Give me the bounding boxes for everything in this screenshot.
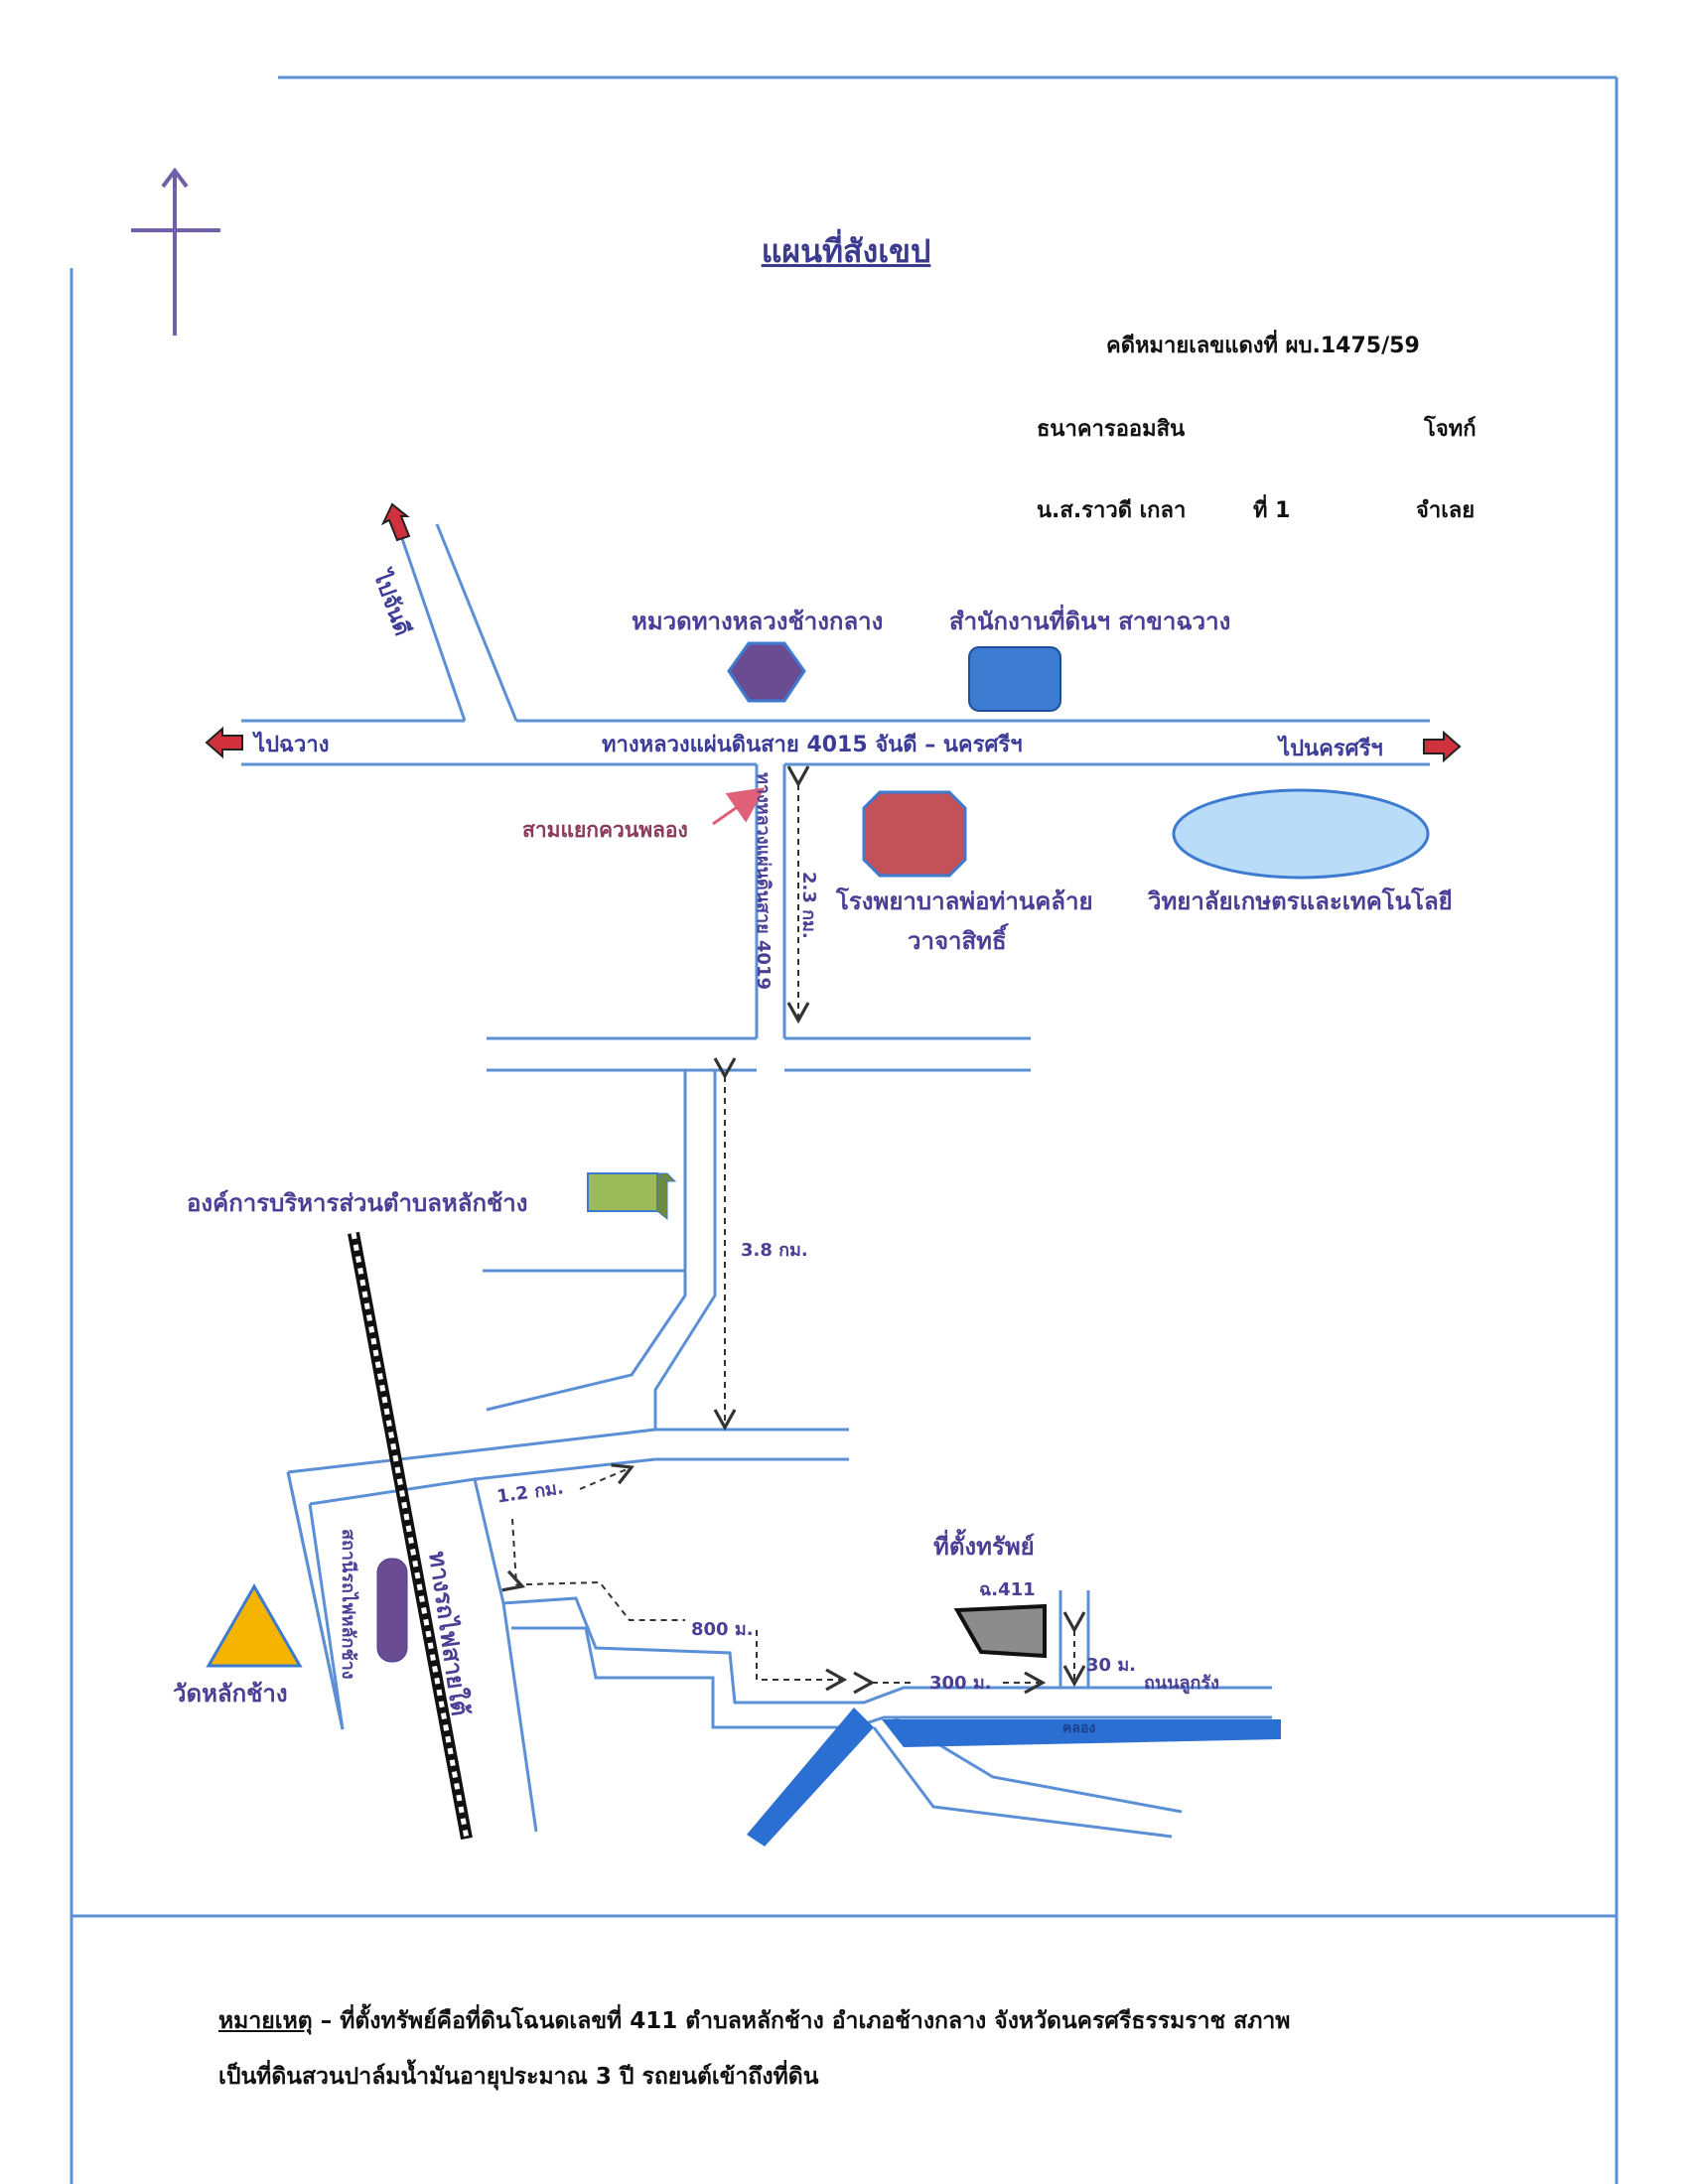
label-temple: วัดหลักช้าง <box>173 1680 288 1707</box>
temple-icon <box>206 1582 303 1668</box>
note-line1: หมายเหตุ – ที่ตั้งทรัพย์คือที่ดินโฉนดเลข… <box>218 2003 1290 2039</box>
canal <box>747 1707 1281 1846</box>
direction-arrows <box>205 502 1462 763</box>
college-icon <box>1172 788 1430 880</box>
label-hospital-line1: โรงพยาบาลพ่อท่านคล้าย <box>836 887 1093 915</box>
label-canal: คลอง <box>1062 1720 1096 1736</box>
defendant-name: น.ส.ราวดี เกลา <box>1037 498 1187 523</box>
page-frame <box>70 75 1619 2184</box>
arrow-to-chandi-icon <box>380 502 411 542</box>
label-road-4019: ทางหลวงแผ่นดินสาย 4019 <box>753 772 774 991</box>
distance-markers <box>501 765 1086 1695</box>
hospital-icon <box>862 790 967 878</box>
label-property: ที่ตั้งทรัพย์ <box>933 1533 1035 1561</box>
plaintiff-name: ธนาคารออมสิน <box>1037 417 1186 442</box>
label-to-chawang: ไปฉวาง <box>254 733 330 757</box>
label-station: สถานีรถไฟหลักช้าง <box>338 1529 358 1680</box>
label-dist-30: 30 ม. <box>1086 1655 1137 1676</box>
label-dist-300: 300 ม. <box>929 1673 992 1694</box>
label-land-office: สำนักงานที่ดินฯ สาขาฉวาง <box>949 608 1231 635</box>
note-text-1: – ที่ตั้งทรัพย์คือที่ดินโฉนดเลขที่ 411 ต… <box>312 2008 1291 2034</box>
label-dist-2-3: 2.3 กม. <box>798 872 819 939</box>
label-dist-3-8: 3.8 กม. <box>741 1240 808 1261</box>
plaintiff-role: โจทก์ <box>1424 417 1477 442</box>
station-icon <box>376 1558 408 1663</box>
label-dist-800: 800 ม. <box>691 1619 754 1640</box>
arrow-to-nakhon-icon <box>1423 730 1462 763</box>
label-highway-office: หมวดทางหลวงช้างกลาง <box>632 608 884 635</box>
railway-line <box>348 1231 473 1841</box>
defendant-number: ที่ 1 <box>1253 498 1291 523</box>
label-to-nakhon: ไปนครศรีฯ <box>1279 737 1383 761</box>
land-office-icon <box>968 646 1061 712</box>
note-label: หมายเหตุ <box>218 2008 313 2034</box>
defendant-role: จำเลย <box>1416 498 1476 523</box>
label-hospital-line2: วาจาสิทธิ์ <box>908 927 1007 955</box>
label-tao: องค์การบริหารส่วนตำบลหลักช้าง <box>187 1189 528 1217</box>
north-arrow-icon <box>131 167 220 336</box>
case-number: คดีหมายเลขแดงที่ ผบ.1475/59 <box>1106 334 1420 358</box>
property-parcel-icon <box>953 1603 1047 1659</box>
tao-building-icon <box>586 1171 677 1221</box>
label-junction: สามแยกควนพลอง <box>522 818 688 842</box>
label-main-road: ทางหลวงแผ่นดินสาย 4015 จันดี – นครศรีฯ <box>602 733 1023 757</box>
road-network <box>241 523 1430 1839</box>
arrow-to-chawang-icon <box>205 726 243 759</box>
label-college: วิทยาลัยเกษตรและเทคโนโลยี <box>1148 887 1453 915</box>
label-deed: ฉ.411 <box>979 1579 1036 1600</box>
junction-pointer <box>712 787 766 826</box>
label-road-lukrang: ถนนลูกรัง <box>1144 1673 1219 1694</box>
note-text-2: เป็นที่ดินสวนปาล์มน้ำมันอายุประมาณ 3 ปี … <box>218 2064 819 2090</box>
highway-office-hexagon-icon <box>727 641 806 703</box>
page-title: แผนที่สังเขป <box>761 232 931 270</box>
